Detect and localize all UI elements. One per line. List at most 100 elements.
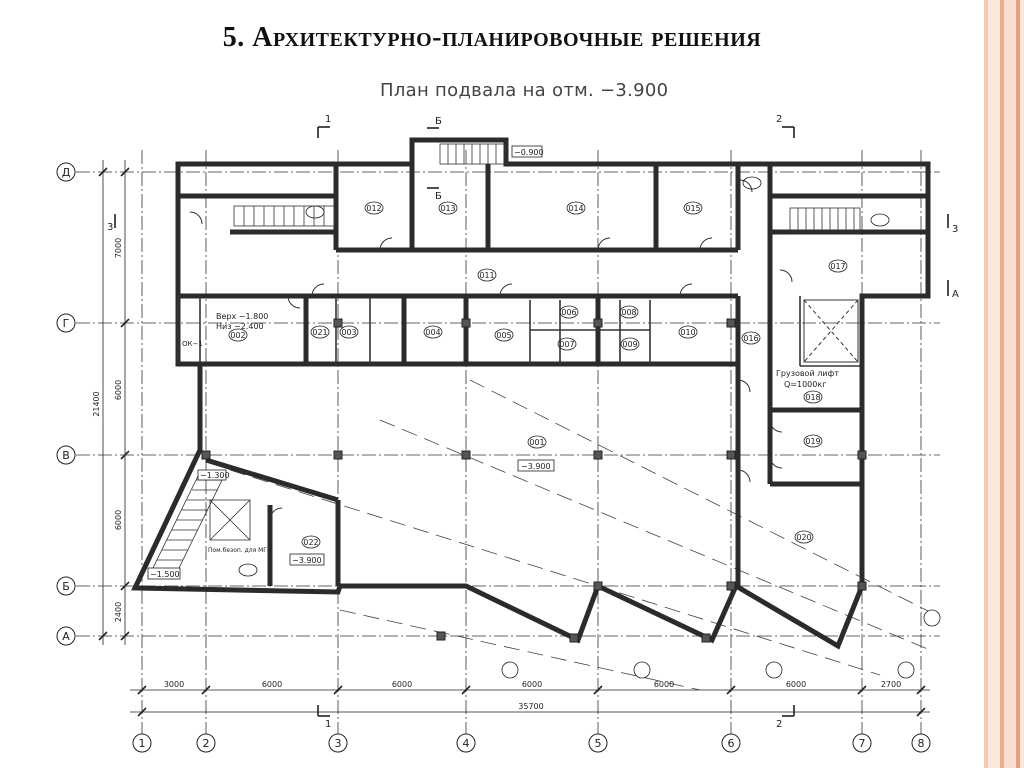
row-axis-bubbles: Д Г В Б А xyxy=(56,162,76,646)
room-009: 009 xyxy=(622,340,637,349)
span-6-7: 6000 xyxy=(786,680,806,689)
door-swings xyxy=(189,179,793,521)
room-018: 018 xyxy=(805,393,820,402)
column-axis-bubbles: 1 2 3 4 5 6 7 8 xyxy=(132,733,931,753)
room-022: 022 xyxy=(303,538,318,547)
axis-bubble-3: 3 xyxy=(328,733,348,753)
room-015: 015 xyxy=(685,204,700,213)
section-1-top: 1 xyxy=(325,114,331,125)
section-b-bottom: Б xyxy=(435,191,442,202)
room-010: 010 xyxy=(680,328,695,337)
axis-bubble-b: Б xyxy=(56,576,76,596)
room-004: 004 xyxy=(425,328,440,337)
room-006: 006 xyxy=(561,308,576,317)
span-2-3: 6000 xyxy=(262,680,282,689)
section-1-bottom: 1 xyxy=(325,719,331,730)
dimension-lines xyxy=(98,160,930,717)
section-3-right: 3 xyxy=(952,224,958,235)
axis-bubble-5: 5 xyxy=(588,733,608,753)
partitions xyxy=(177,296,860,367)
section-b-top: Б xyxy=(435,116,442,127)
axis-bubble-6: 6 xyxy=(721,733,741,753)
section-marks xyxy=(114,126,949,717)
room-005: 005 xyxy=(496,331,511,340)
axis-bubble-1: 1 xyxy=(132,733,152,753)
span-7-8: 2700 xyxy=(881,680,901,689)
room-021: 021 xyxy=(312,328,327,337)
room-014: 014 xyxy=(568,204,583,213)
axis-bubble-4: 4 xyxy=(456,733,476,753)
svg-text:5: 5 xyxy=(595,737,602,750)
section-2-bottom: 2 xyxy=(776,719,782,730)
axis-bubble-7: 7 xyxy=(852,733,872,753)
plan-title: План подвала на отм. −3.900 xyxy=(380,80,669,101)
freight-lift-capacity: Q=1000кг xyxy=(784,380,826,389)
svg-text:Б: Б xyxy=(62,580,70,593)
axis-bubble-8: 8 xyxy=(911,733,931,753)
stair-right xyxy=(789,207,861,233)
level-022: −3.900 xyxy=(292,556,322,565)
room-001: 001 xyxy=(529,438,544,447)
level-entrance: −0.900 xyxy=(514,148,544,157)
column-span-dimensions: 3000 6000 6000 6000 6000 6000 2700 35700 xyxy=(164,680,901,711)
level-main: −3.900 xyxy=(521,462,551,471)
slide-edge-decoration xyxy=(978,0,1024,768)
room-016: 016 xyxy=(743,334,758,343)
room-012: 012 xyxy=(366,204,381,213)
room-003: 003 xyxy=(341,328,356,337)
span-b-a: 2400 xyxy=(114,602,123,622)
room-020: 020 xyxy=(796,533,811,542)
axis-bubble-v: В xyxy=(56,445,76,465)
span-g-v: 6000 xyxy=(114,380,123,400)
hall-diagonal-lines xyxy=(229,379,931,691)
room-011: 011 xyxy=(479,271,494,280)
svg-text:4: 4 xyxy=(463,737,470,750)
stair-top xyxy=(439,143,507,165)
room-008: 008 xyxy=(621,308,636,317)
level-stair-upper: −1.300 xyxy=(200,471,230,480)
svg-text:А: А xyxy=(62,630,70,643)
section-3-left: 3 xyxy=(107,222,113,233)
svg-text:Д: Д xyxy=(62,166,71,179)
diagonal-axis-bubbles xyxy=(501,609,941,679)
room-labels: 001 002 003 004 005 006 007 008 009 010 … xyxy=(228,176,890,577)
room-017: 017 xyxy=(830,262,845,271)
svg-text:В: В xyxy=(62,449,70,462)
section-a: А xyxy=(952,289,959,300)
axis-bubble-d: Д xyxy=(56,162,76,182)
stair-left-top xyxy=(233,205,335,227)
row-span-dimensions: 7000 6000 6000 2400 21400 xyxy=(92,238,123,622)
svg-text:7: 7 xyxy=(859,737,866,750)
svg-text:1: 1 xyxy=(139,737,146,750)
svg-text:6: 6 xyxy=(728,737,735,750)
span-row-total: 21400 xyxy=(92,391,101,416)
axis-bubble-a: А xyxy=(56,626,76,646)
slide-title: 5. Архитектурно-планировочные решения xyxy=(222,22,762,53)
level-bottom: Низ −2.400 xyxy=(216,322,264,331)
svg-text:Г: Г xyxy=(63,317,70,330)
svg-text:8: 8 xyxy=(918,737,925,750)
room-002: 002 xyxy=(230,331,245,340)
span-3-4: 6000 xyxy=(392,680,412,689)
section-mark-labels: 1 2 1 2 Б Б 3 3 А xyxy=(107,114,959,730)
span-d-g: 7000 xyxy=(114,238,123,258)
svg-text:3: 3 xyxy=(335,737,342,750)
mgn-shelter-label: Пом.безоп. для МГН xyxy=(208,547,271,554)
span-v-b: 6000 xyxy=(114,510,123,530)
room-013: 013 xyxy=(440,204,455,213)
section-2-top: 2 xyxy=(776,114,782,125)
freight-lift-shaft xyxy=(803,299,859,363)
annotations: −3.900 −0.900 −1.500 −1.300 −3.900 Верх … xyxy=(147,145,839,580)
freight-lift-label: Грузовой лифт xyxy=(776,369,839,378)
columns xyxy=(201,318,867,643)
axis-bubble-2: 2 xyxy=(196,733,216,753)
span-5-6: 6000 xyxy=(654,680,674,689)
room-019: 019 xyxy=(805,437,820,446)
room-007: 007 xyxy=(559,340,574,349)
span-total: 35700 xyxy=(518,702,543,711)
level-stair: −1.500 xyxy=(150,570,180,579)
axis-bubble-g: Г xyxy=(56,313,76,333)
span-4-5: 6000 xyxy=(522,680,542,689)
